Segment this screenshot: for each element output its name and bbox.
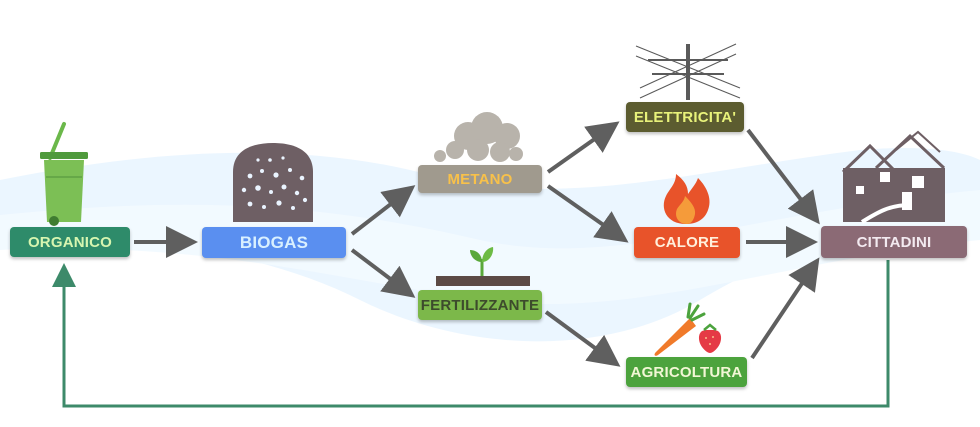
- gas-cloud-icon: [434, 112, 523, 162]
- green-bin-icon: [40, 122, 88, 226]
- arrow-agricoltura-cittadini: [750, 257, 820, 360]
- node-biogas: BIOGAS: [202, 227, 346, 258]
- houses-icon: [841, 130, 946, 224]
- power-pole-icon: [635, 43, 741, 100]
- arrow-metano-calore: [546, 184, 629, 243]
- node-agricoltura: AGRICOLTURA: [626, 357, 747, 387]
- node-elettricita: ELETTRICITA': [626, 102, 744, 132]
- node-fertilizzante: FERTILIZZANTE: [418, 290, 542, 320]
- node-cittadini: CITTADINI: [821, 226, 967, 258]
- arrow-metano-elettricita: [546, 121, 620, 174]
- loop-arrow-cittadini-organico: [52, 260, 890, 408]
- flow-arrows: [134, 121, 820, 367]
- node-calore: CALORE: [634, 227, 740, 258]
- arrow-biogas-fertilizzante: [350, 248, 416, 298]
- arrow-biogas-metano: [350, 185, 416, 236]
- carrot-strawberry-icon: [654, 302, 722, 356]
- arrow-elettricita-cittadini: [746, 128, 820, 225]
- digester-dome-icon: [233, 143, 313, 222]
- node-metano: METANO: [418, 165, 542, 193]
- node-organico: ORGANICO: [10, 227, 130, 257]
- arrow-fertilizzante-agricoltura: [544, 310, 621, 367]
- seedling-soil-icon: [436, 247, 530, 286]
- flame-icon: [663, 174, 710, 224]
